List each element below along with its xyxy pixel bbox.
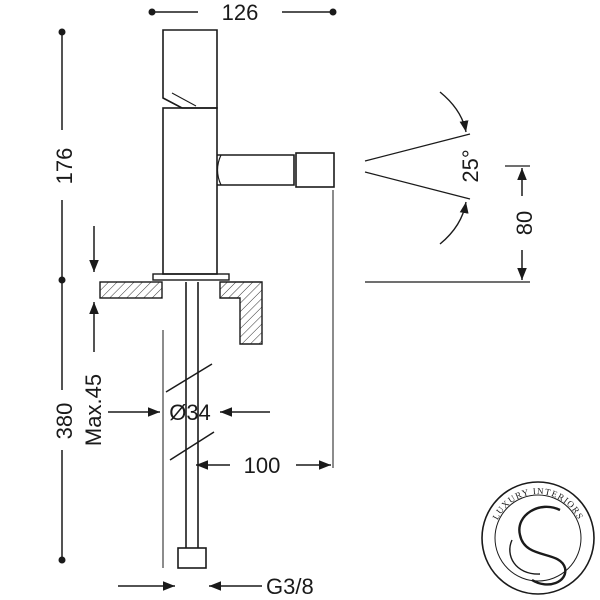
connection-label: G3/8	[266, 574, 314, 599]
height-total-label: 380	[52, 403, 77, 440]
spout-head	[295, 152, 335, 188]
dimension-spout-height: 80	[365, 165, 537, 283]
supply-shank	[165, 282, 215, 569]
diameter-label: Ø34	[169, 400, 211, 425]
reach-label: 100	[244, 453, 281, 478]
brand-logo: LUXURY INTERIORS S	[481, 481, 595, 595]
spout-height-label: 80	[512, 211, 537, 235]
dimension-width-top: 126	[148, 0, 337, 25]
dimension-reach: 100	[196, 190, 334, 478]
g38-connector	[177, 547, 207, 569]
spout-arm	[217, 154, 295, 186]
height-upper-label: 176	[52, 148, 77, 185]
dimension-connection: G3/8	[118, 574, 314, 599]
faucet-body	[152, 29, 335, 281]
dimension-spray-angle: 25°	[364, 91, 483, 245]
logo-swirl	[518, 505, 567, 586]
width-label: 126	[222, 0, 259, 25]
deck-section	[99, 281, 263, 345]
handle	[162, 29, 218, 109]
spray-angle-label: 25°	[458, 149, 483, 182]
max-deck-label: Max.45	[81, 374, 106, 446]
dimension-max-deck: Max.45	[81, 226, 106, 446]
dimension-diameter: Ø34	[108, 400, 270, 425]
dimension-heights-left: 176 380	[52, 28, 77, 564]
logo-outer-ring	[481, 481, 595, 595]
body-cylinder	[162, 107, 218, 275]
base-flange	[152, 273, 230, 281]
logo-inner-ring	[494, 494, 582, 582]
